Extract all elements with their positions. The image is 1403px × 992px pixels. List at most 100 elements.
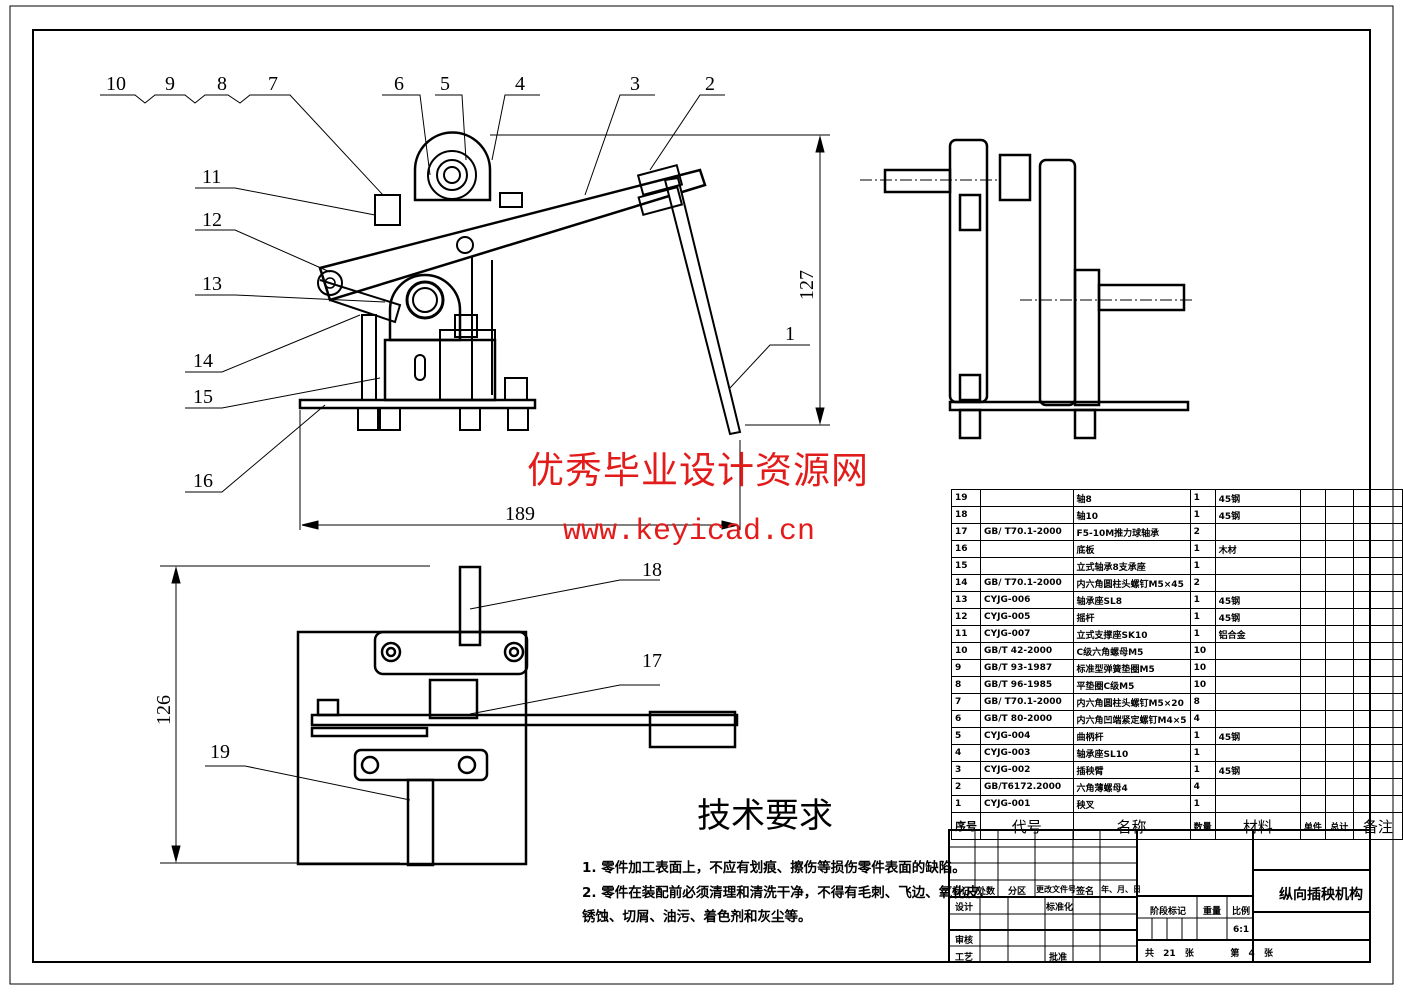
tb-ratio: 比例 (1232, 907, 1251, 917)
bom-cell-material (1214, 574, 1301, 592)
tb-sheet-count: 共 21 张 第 4 张 (1145, 946, 1273, 959)
tb-stage-mark: 阶段标记 (1150, 907, 1187, 917)
bom-cell-qty: 4 (1189, 710, 1216, 728)
bom-cell-no: 10 (951, 642, 981, 660)
bom-cell-remark (1352, 608, 1403, 626)
bom-cell-material (1214, 744, 1301, 762)
bom-header-remark: 备注 (1352, 812, 1403, 840)
tech-requirement-1: 1. 零件加工表面上，不应有划痕、擦伤等损伤零件表面的缺陷。 (582, 860, 966, 876)
bom-cell-no: 5 (951, 727, 981, 745)
top-view (296, 565, 739, 867)
balloon-15: 15 (193, 386, 213, 408)
bom-cell-total-weight (1324, 795, 1354, 813)
bom-cell-material (1214, 642, 1301, 660)
bom-cell-name: 轴10 (1072, 506, 1191, 524)
bom-cell-unit-weight (1299, 557, 1326, 575)
tb-sheet-unit-2: 张 (1263, 949, 1273, 959)
bom-cell-total-weight (1324, 557, 1354, 575)
bom-cell-no: 11 (951, 625, 981, 643)
bom-cell-no: 15 (951, 557, 981, 575)
bom-cell-unit-weight (1299, 489, 1326, 507)
dimension-lines-front (299, 134, 830, 530)
tb-approve: 批准 (1049, 953, 1068, 963)
bom-cell-qty: 1 (1189, 625, 1216, 643)
bom-cell-name: C级六角螺母M5 (1072, 642, 1191, 660)
balloon-14: 14 (193, 350, 213, 372)
bom-cell-qty: 1 (1189, 744, 1216, 762)
bom-cell-qty: 1 (1189, 489, 1216, 507)
bom-cell-code: CYJG-003 (980, 744, 1074, 762)
bom-cell-code: CYJG-005 (980, 608, 1074, 626)
bom-cell-remark (1352, 523, 1403, 541)
bom-cell-total-weight (1324, 489, 1354, 507)
front-view (298, 131, 742, 436)
bom-cell-material: 45钢 (1214, 727, 1301, 745)
bom-cell-remark (1352, 625, 1403, 643)
tb-weight: 重量 (1203, 907, 1222, 917)
bom-cell-name: 轴承座SL10 (1072, 744, 1191, 762)
bom-cell-name: 轴8 (1072, 489, 1191, 507)
bom-cell-code (980, 489, 1074, 507)
bom-cell-material (1214, 676, 1301, 694)
bom-cell-total-weight (1324, 778, 1354, 796)
dimension-lines-top (160, 565, 660, 864)
bom-cell-material (1214, 693, 1301, 711)
balloon-4: 4 (515, 73, 525, 95)
bom-cell-remark (1352, 591, 1403, 609)
bom-header-qty: 数量 (1189, 812, 1216, 840)
dimension-126: 126 (153, 695, 175, 725)
bom-cell-no: 3 (951, 761, 981, 779)
balloon-2: 2 (705, 73, 715, 95)
bom-cell-qty: 1 (1189, 591, 1216, 609)
tb-mark: 标记 (952, 887, 971, 897)
watermark-text: 优秀毕业设计资源网 (527, 449, 869, 492)
tb-count: 处数 (977, 887, 996, 897)
bom-cell-code: GB/T 93-1987 (980, 659, 1074, 677)
bom-cell-name: 秧叉 (1072, 795, 1191, 813)
bom-cell-unit-weight (1299, 608, 1326, 626)
bom-cell-material: 木材 (1214, 540, 1301, 558)
bom-cell-code: GB/ T70.1-2000 (980, 574, 1074, 592)
bom-header-total: 总计 (1324, 812, 1354, 840)
bom-cell-code: GB/ T70.1-2000 (980, 523, 1074, 541)
bom-cell-unit-weight (1299, 710, 1326, 728)
balloon-6: 6 (394, 73, 404, 95)
bom-cell-material (1214, 778, 1301, 796)
bom-cell-name: 轴承座SL8 (1072, 591, 1191, 609)
bom-cell-code: CYJG-006 (980, 591, 1074, 609)
bom-cell-no: 13 (951, 591, 981, 609)
bom-cell-qty: 8 (1189, 693, 1216, 711)
bom-cell-material (1214, 523, 1301, 541)
tb-sheet-of: 第 (1230, 949, 1240, 959)
tb-sign: 签名 (1076, 887, 1095, 897)
balloon-3: 3 (630, 73, 640, 95)
tb-sheet-unit: 张 (1184, 949, 1194, 959)
bom-cell-unit-weight (1299, 778, 1326, 796)
bom-cell-unit-weight (1299, 795, 1326, 813)
bom-cell-total-weight (1324, 608, 1354, 626)
bom-cell-no: 6 (951, 710, 981, 728)
dimension-127: 127 (796, 270, 818, 300)
bom-cell-name: 内六角凹端紧定螺钉M4×5 (1072, 710, 1191, 728)
tech-requirement-3: 锈蚀、切屑、油污、着色剂和灰尘等。 (582, 909, 812, 925)
tb-scale-value: 6:1 (1233, 925, 1250, 935)
bom-cell-code: CYJG-007 (980, 625, 1074, 643)
bom-cell-name: 摇杆 (1072, 608, 1191, 626)
bom-cell-material: 45钢 (1214, 506, 1301, 524)
balloon-17: 17 (642, 650, 662, 672)
bom-cell-no: 12 (951, 608, 981, 626)
bom-cell-qty: 1 (1189, 795, 1216, 813)
bom-cell-no: 4 (951, 744, 981, 762)
